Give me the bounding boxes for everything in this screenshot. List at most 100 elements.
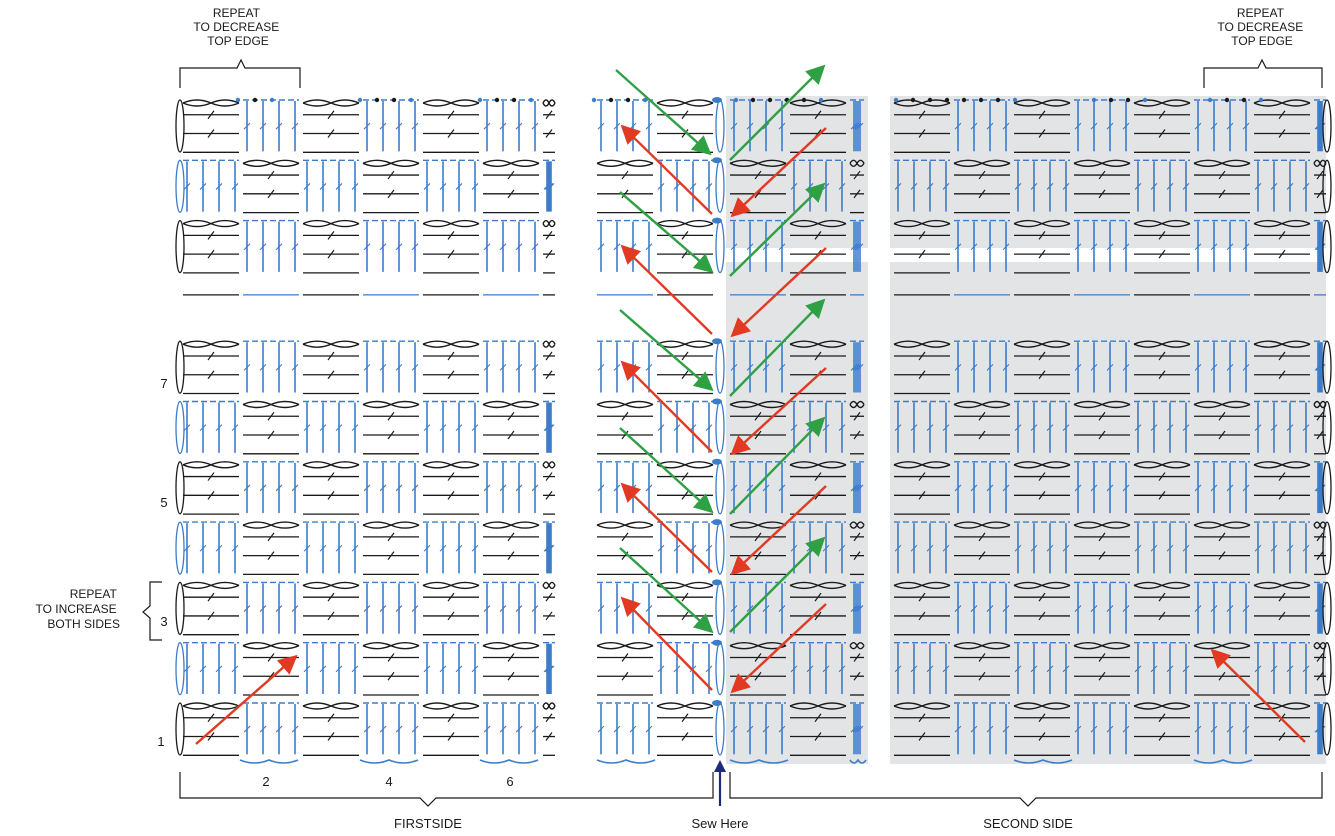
green-arrow	[729, 416, 826, 515]
black-stitch-block	[953, 521, 1011, 576]
top-dot	[1142, 97, 1148, 103]
top-dot	[642, 97, 648, 103]
top-dot	[269, 97, 275, 103]
black-stitch-block	[1013, 461, 1071, 515]
column-number-4: 4	[385, 774, 392, 789]
green-arrow	[619, 191, 714, 274]
black-stitch-block	[849, 400, 865, 455]
blue-stitch-block	[423, 159, 479, 212]
blue-stitch-block	[1134, 400, 1190, 453]
red-arrow	[730, 247, 827, 338]
blue-stitch-block	[1254, 400, 1310, 453]
base-scallop	[359, 759, 419, 764]
black-stitch-block	[542, 219, 556, 274]
black-stitch-block	[596, 521, 654, 576]
black-stitch-block	[182, 219, 240, 274]
base-scallop	[596, 759, 656, 764]
black-stitch-block	[1073, 642, 1131, 696]
top-dot	[1224, 97, 1230, 103]
black-stitch-block	[953, 159, 1011, 214]
shade-block	[890, 262, 1326, 764]
green-arrow	[729, 64, 826, 161]
blue-stitch-block	[730, 99, 786, 152]
red-arrow	[620, 244, 713, 335]
black-stitch-block	[789, 702, 847, 756]
green-arrow	[729, 298, 826, 397]
black-stitch-block	[182, 581, 240, 636]
black-stitch-block	[656, 702, 714, 756]
black-stitch-block	[422, 702, 480, 756]
blue-stitch-block	[243, 340, 299, 393]
red-arrow	[620, 124, 713, 215]
blue-stitch-block	[850, 219, 864, 272]
top-dot	[391, 97, 397, 103]
blue-stitch-block	[850, 461, 864, 514]
blue-stitch-block	[1194, 702, 1250, 755]
black-stitch-block	[242, 159, 300, 214]
row-number-3: 3	[160, 614, 167, 629]
top-dot	[767, 97, 773, 103]
black-stitch-block	[893, 340, 951, 395]
black-stitch-block	[1013, 99, 1071, 153]
blue-stitch-block	[363, 702, 419, 755]
red-arrow	[620, 596, 713, 691]
second-side-label: SECOND SIDE	[983, 816, 1073, 831]
first-side-label: FIRSTSIDE	[394, 816, 462, 831]
black-stitch-block	[182, 340, 240, 395]
blue-stitch-block	[303, 642, 359, 694]
black-stitch-block	[596, 400, 654, 455]
row-number-7: 7	[160, 376, 167, 391]
blue-stitch-block	[597, 99, 653, 152]
black-stitch-block	[182, 461, 240, 515]
black-stitch-block	[1073, 159, 1131, 214]
top-dot	[995, 97, 1001, 103]
black-stitch-block	[302, 581, 360, 636]
edge-loop	[1322, 461, 1332, 515]
black-stitch-block	[482, 521, 540, 576]
black-stitch-block	[893, 219, 951, 274]
bracket-layer	[142, 58, 1323, 807]
edge-loop	[175, 581, 185, 636]
blue-stitch-block	[1194, 461, 1250, 514]
blue-stitch-block	[1014, 642, 1070, 694]
green-arrow	[729, 536, 826, 633]
black-stitch-block	[1013, 219, 1071, 274]
black-stitch-block	[542, 581, 556, 636]
blue-stitch-block	[183, 521, 239, 574]
blue-stitch-block	[730, 219, 786, 272]
black-stitch-block	[542, 702, 556, 756]
black-stitch-block	[789, 581, 847, 636]
blue-stitch-block	[850, 340, 864, 393]
top-dot	[1091, 97, 1097, 103]
blue-stitch-block	[183, 400, 239, 453]
blue-stitch-block	[1194, 99, 1250, 152]
top-dot	[750, 97, 756, 103]
seam-dot	[712, 157, 722, 164]
blue-stitch-block	[543, 159, 555, 212]
top-dot	[1012, 97, 1018, 103]
green-arrow	[619, 309, 714, 392]
edge-loop	[175, 702, 185, 756]
black-stitch-block	[893, 99, 951, 153]
blue-stitch-block	[1074, 702, 1130, 755]
edge-loop	[175, 219, 185, 274]
blue-stitch-block	[657, 159, 713, 212]
blue-stitch-block	[1314, 219, 1326, 272]
black-stitch-block	[1133, 581, 1191, 636]
blue-stitch-block	[657, 400, 713, 453]
black-stitch-block	[1253, 581, 1311, 636]
edge-loop	[715, 400, 725, 455]
blue-stitch-block	[1074, 461, 1130, 514]
blue-stitch-block	[597, 219, 653, 272]
edge-loop	[1322, 340, 1332, 394]
blue-stitch-block	[954, 461, 1010, 514]
black-stitch-block	[1193, 159, 1251, 214]
row-number-5: 5	[160, 495, 167, 510]
edge-loop	[715, 702, 725, 756]
black-stitch-block	[1133, 702, 1191, 756]
black-stitch-block	[1253, 340, 1311, 395]
black-stitch-block	[953, 642, 1011, 696]
black-stitch-block	[302, 340, 360, 395]
black-stitch-block	[1193, 400, 1251, 455]
edge-loop	[1322, 702, 1332, 756]
